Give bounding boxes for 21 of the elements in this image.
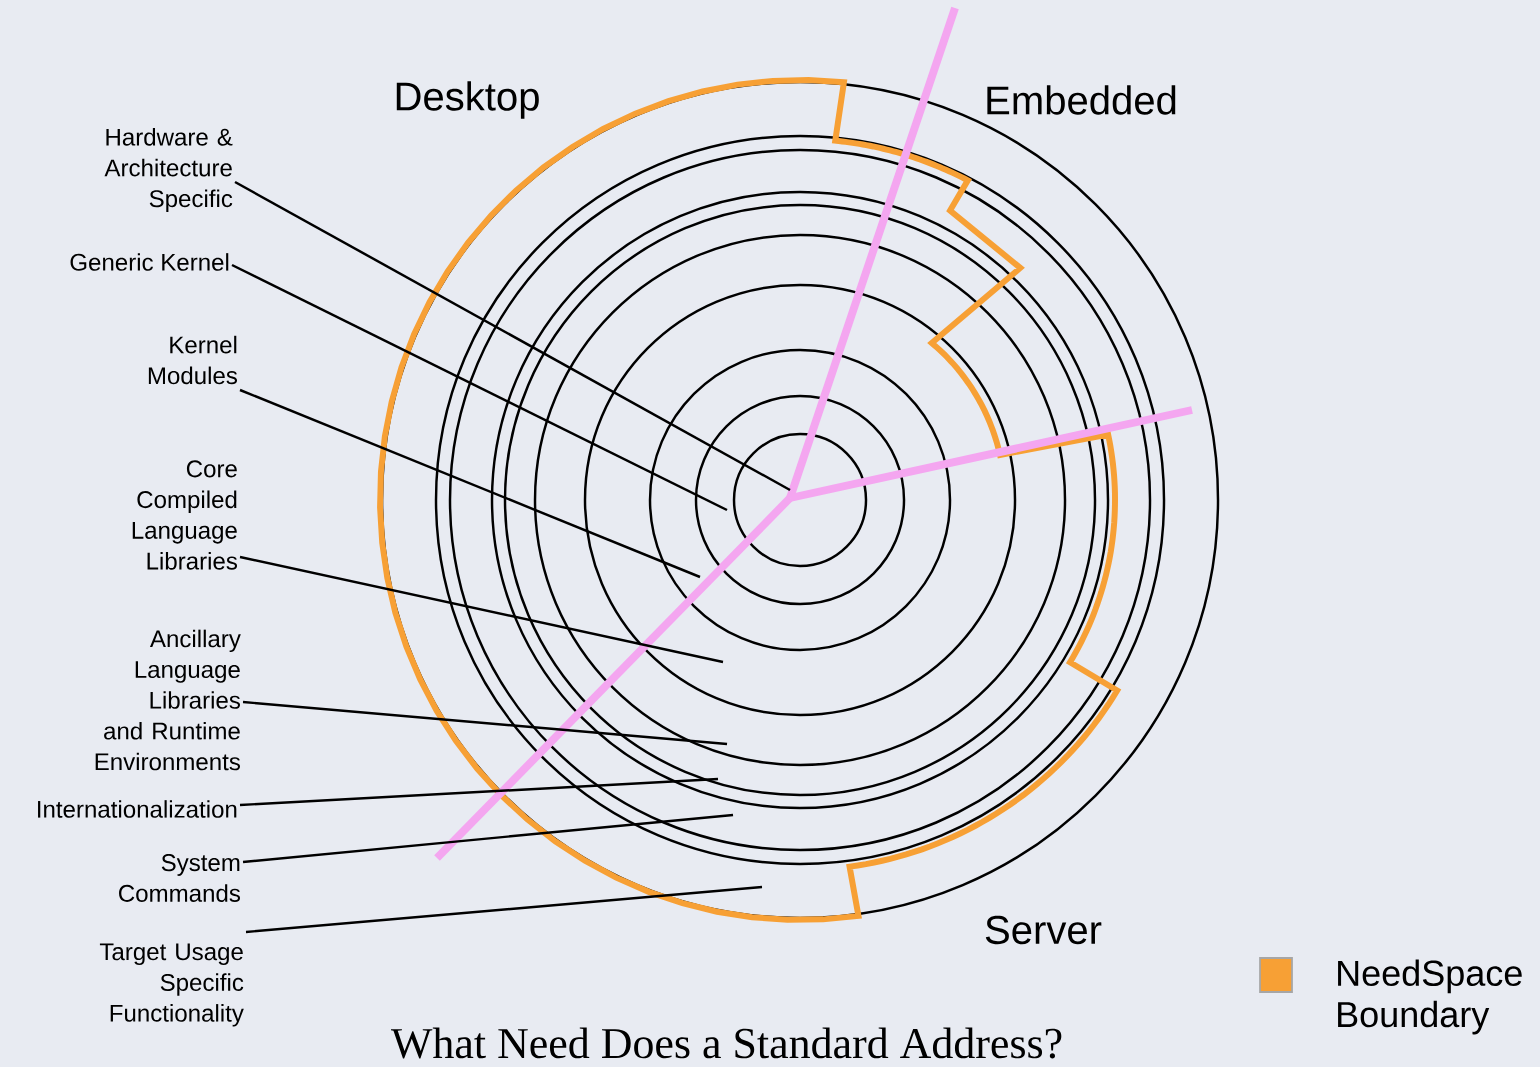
title: What Need Does a Standard Address? xyxy=(390,1027,1062,1059)
legend-label: NeedSpace Boundary xyxy=(1338,959,1522,1035)
leader-line xyxy=(242,813,734,864)
sector-heading: Desktop xyxy=(396,81,539,119)
leader-line xyxy=(242,700,728,746)
part-label: Ancillary Language Libraries and Runtime Environments xyxy=(95,629,241,771)
leader-line xyxy=(239,555,724,664)
leader-line xyxy=(245,885,763,934)
part-label: System Commands xyxy=(119,854,240,902)
sector-heading: Server xyxy=(985,915,1102,945)
sector-heading: Embedded xyxy=(987,85,1176,115)
part-label: Kernel Modules xyxy=(148,335,237,385)
leader-line xyxy=(231,263,728,512)
part-label: Internationalization xyxy=(38,800,237,818)
part-label: Target Usage Specific Functionality xyxy=(99,943,244,1027)
leader-line xyxy=(239,777,719,807)
part-label: Hardware & Architecture Specific xyxy=(104,128,233,212)
leader-line xyxy=(239,388,701,579)
part-label: Core Compiled Language Libraries xyxy=(132,460,237,570)
leader-line xyxy=(234,180,791,492)
part-label: Generic Kernel xyxy=(70,253,229,271)
